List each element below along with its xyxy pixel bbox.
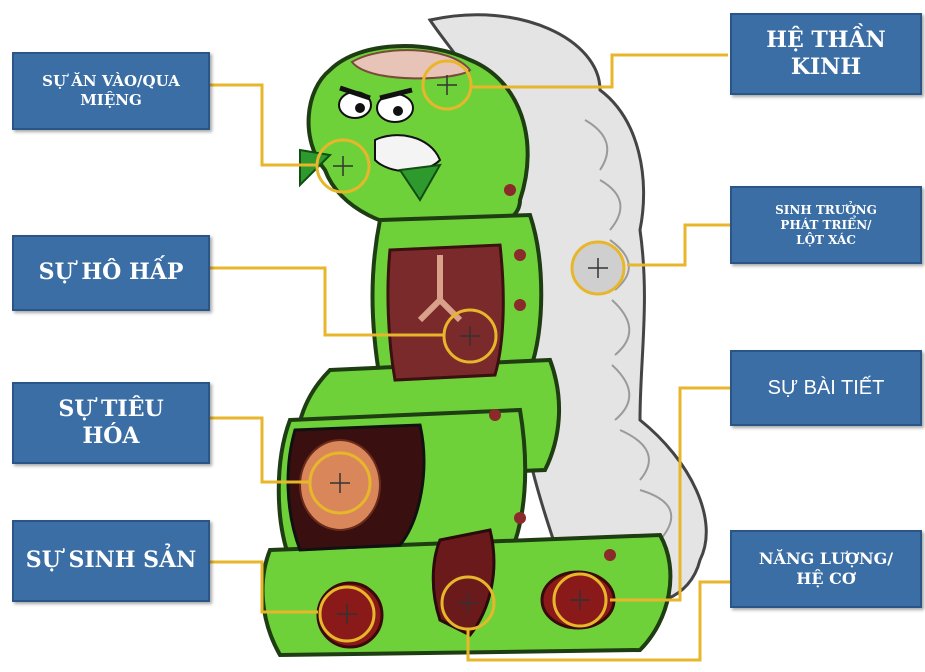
label-ingestion: SỰ ĂN VÀO/QUA MIỆNG (12, 52, 210, 130)
label-ingestion-text: SỰ ĂN VÀO/QUA MIỆNG (42, 72, 180, 110)
label-energy-muscle-text: NĂNG LƯỢNG/ HỆ CƠ (759, 549, 893, 589)
label-reproduction-text: SỰ SINH SẢN (26, 547, 197, 575)
label-reproduction: SỰ SINH SẢN (12, 520, 210, 602)
label-excretion: SỰ BÀI TIẾT (730, 350, 922, 426)
label-respiration-text: SỰ HÔ HẤP (39, 259, 184, 287)
label-respiration: SỰ HÔ HẤP (12, 235, 210, 311)
label-growth-molting: SINH TRƯỞNG PHÁT TRIỂN/ LỘT XÁC (730, 186, 922, 264)
label-digestion: SỰ TIÊU HÓA (12, 382, 210, 464)
label-excretion-text: SỰ BÀI TIẾT (768, 376, 885, 401)
label-nervous-system: HỆ THẦN KINH (730, 13, 922, 95)
label-nervous-system-text: HỆ THẦN KINH (766, 27, 886, 82)
label-energy-muscle: NĂNG LƯỢNG/ HỆ CƠ (730, 530, 922, 608)
label-growth-molting-text: SINH TRƯỞNG PHÁT TRIỂN/ LỘT XÁC (775, 203, 877, 248)
label-digestion-text: SỰ TIÊU HÓA (58, 396, 163, 451)
